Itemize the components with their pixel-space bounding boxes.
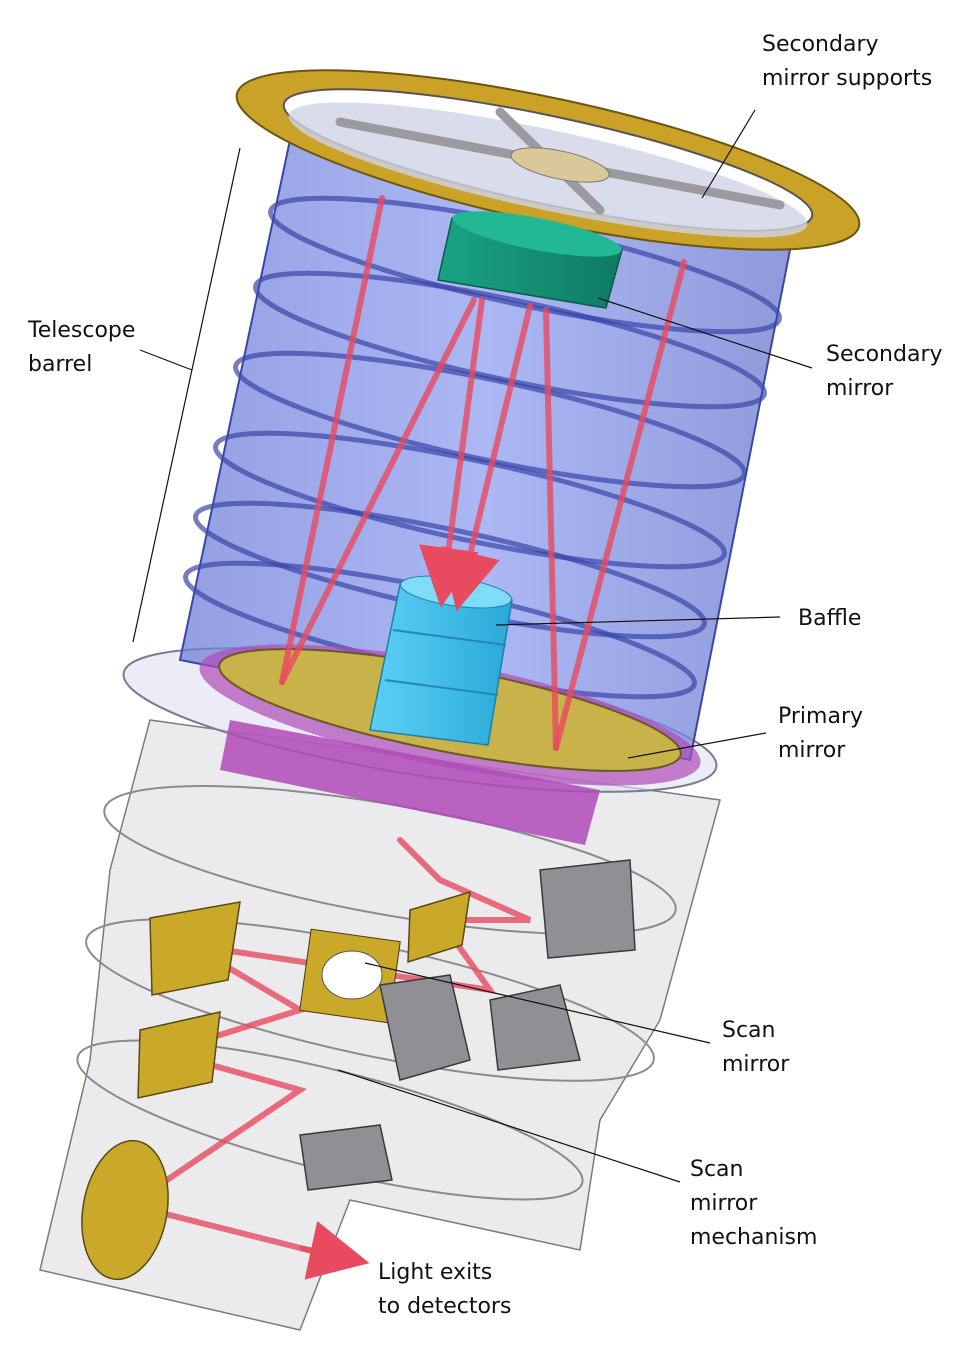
label-line: mirror (778, 738, 846, 763)
secondary-mirror (437, 211, 623, 309)
label-scan-mirror: Scan mirror (722, 1014, 789, 1082)
label-line: Primary (778, 704, 864, 729)
label-secondary-mirror-supports: Secondary mirror supports (762, 28, 932, 96)
label-primary-mirror: Primary mirror (778, 700, 863, 768)
label-line: mirror (722, 1052, 790, 1077)
label-line: mirror (826, 376, 894, 401)
scan-mirror-mechanism (299, 859, 636, 1191)
label-line: Telescope (28, 318, 136, 343)
label-line: Light exits (378, 1260, 493, 1285)
exit-arrow (299, 1221, 370, 1280)
label-secondary-mirror: Secondary mirror (826, 338, 943, 406)
fold-mirrors (81, 890, 471, 1281)
label-line: mirror supports (762, 66, 933, 91)
primary-mount-ring (220, 720, 600, 845)
label-light-exit: Light exits to detectors (378, 1256, 511, 1324)
label-line: barrel (28, 352, 93, 377)
label-line: Scan (690, 1157, 744, 1182)
label-line: Scan (722, 1018, 776, 1043)
label-line: to detectors (378, 1294, 512, 1319)
label-line: mechanism (690, 1225, 818, 1250)
label-scan-mirror-mechanism: Scan mirror mechanism (690, 1153, 817, 1255)
label-telescope-barrel: Telescope barrel (28, 314, 135, 382)
label-line: Secondary (762, 32, 879, 57)
label-line: Secondary (826, 342, 943, 367)
label-line: Baffle (798, 606, 862, 631)
label-line: mirror (690, 1191, 758, 1216)
leader-lines (132, 109, 813, 1183)
label-baffle: Baffle (798, 602, 861, 636)
light-rays (122, 195, 687, 1261)
